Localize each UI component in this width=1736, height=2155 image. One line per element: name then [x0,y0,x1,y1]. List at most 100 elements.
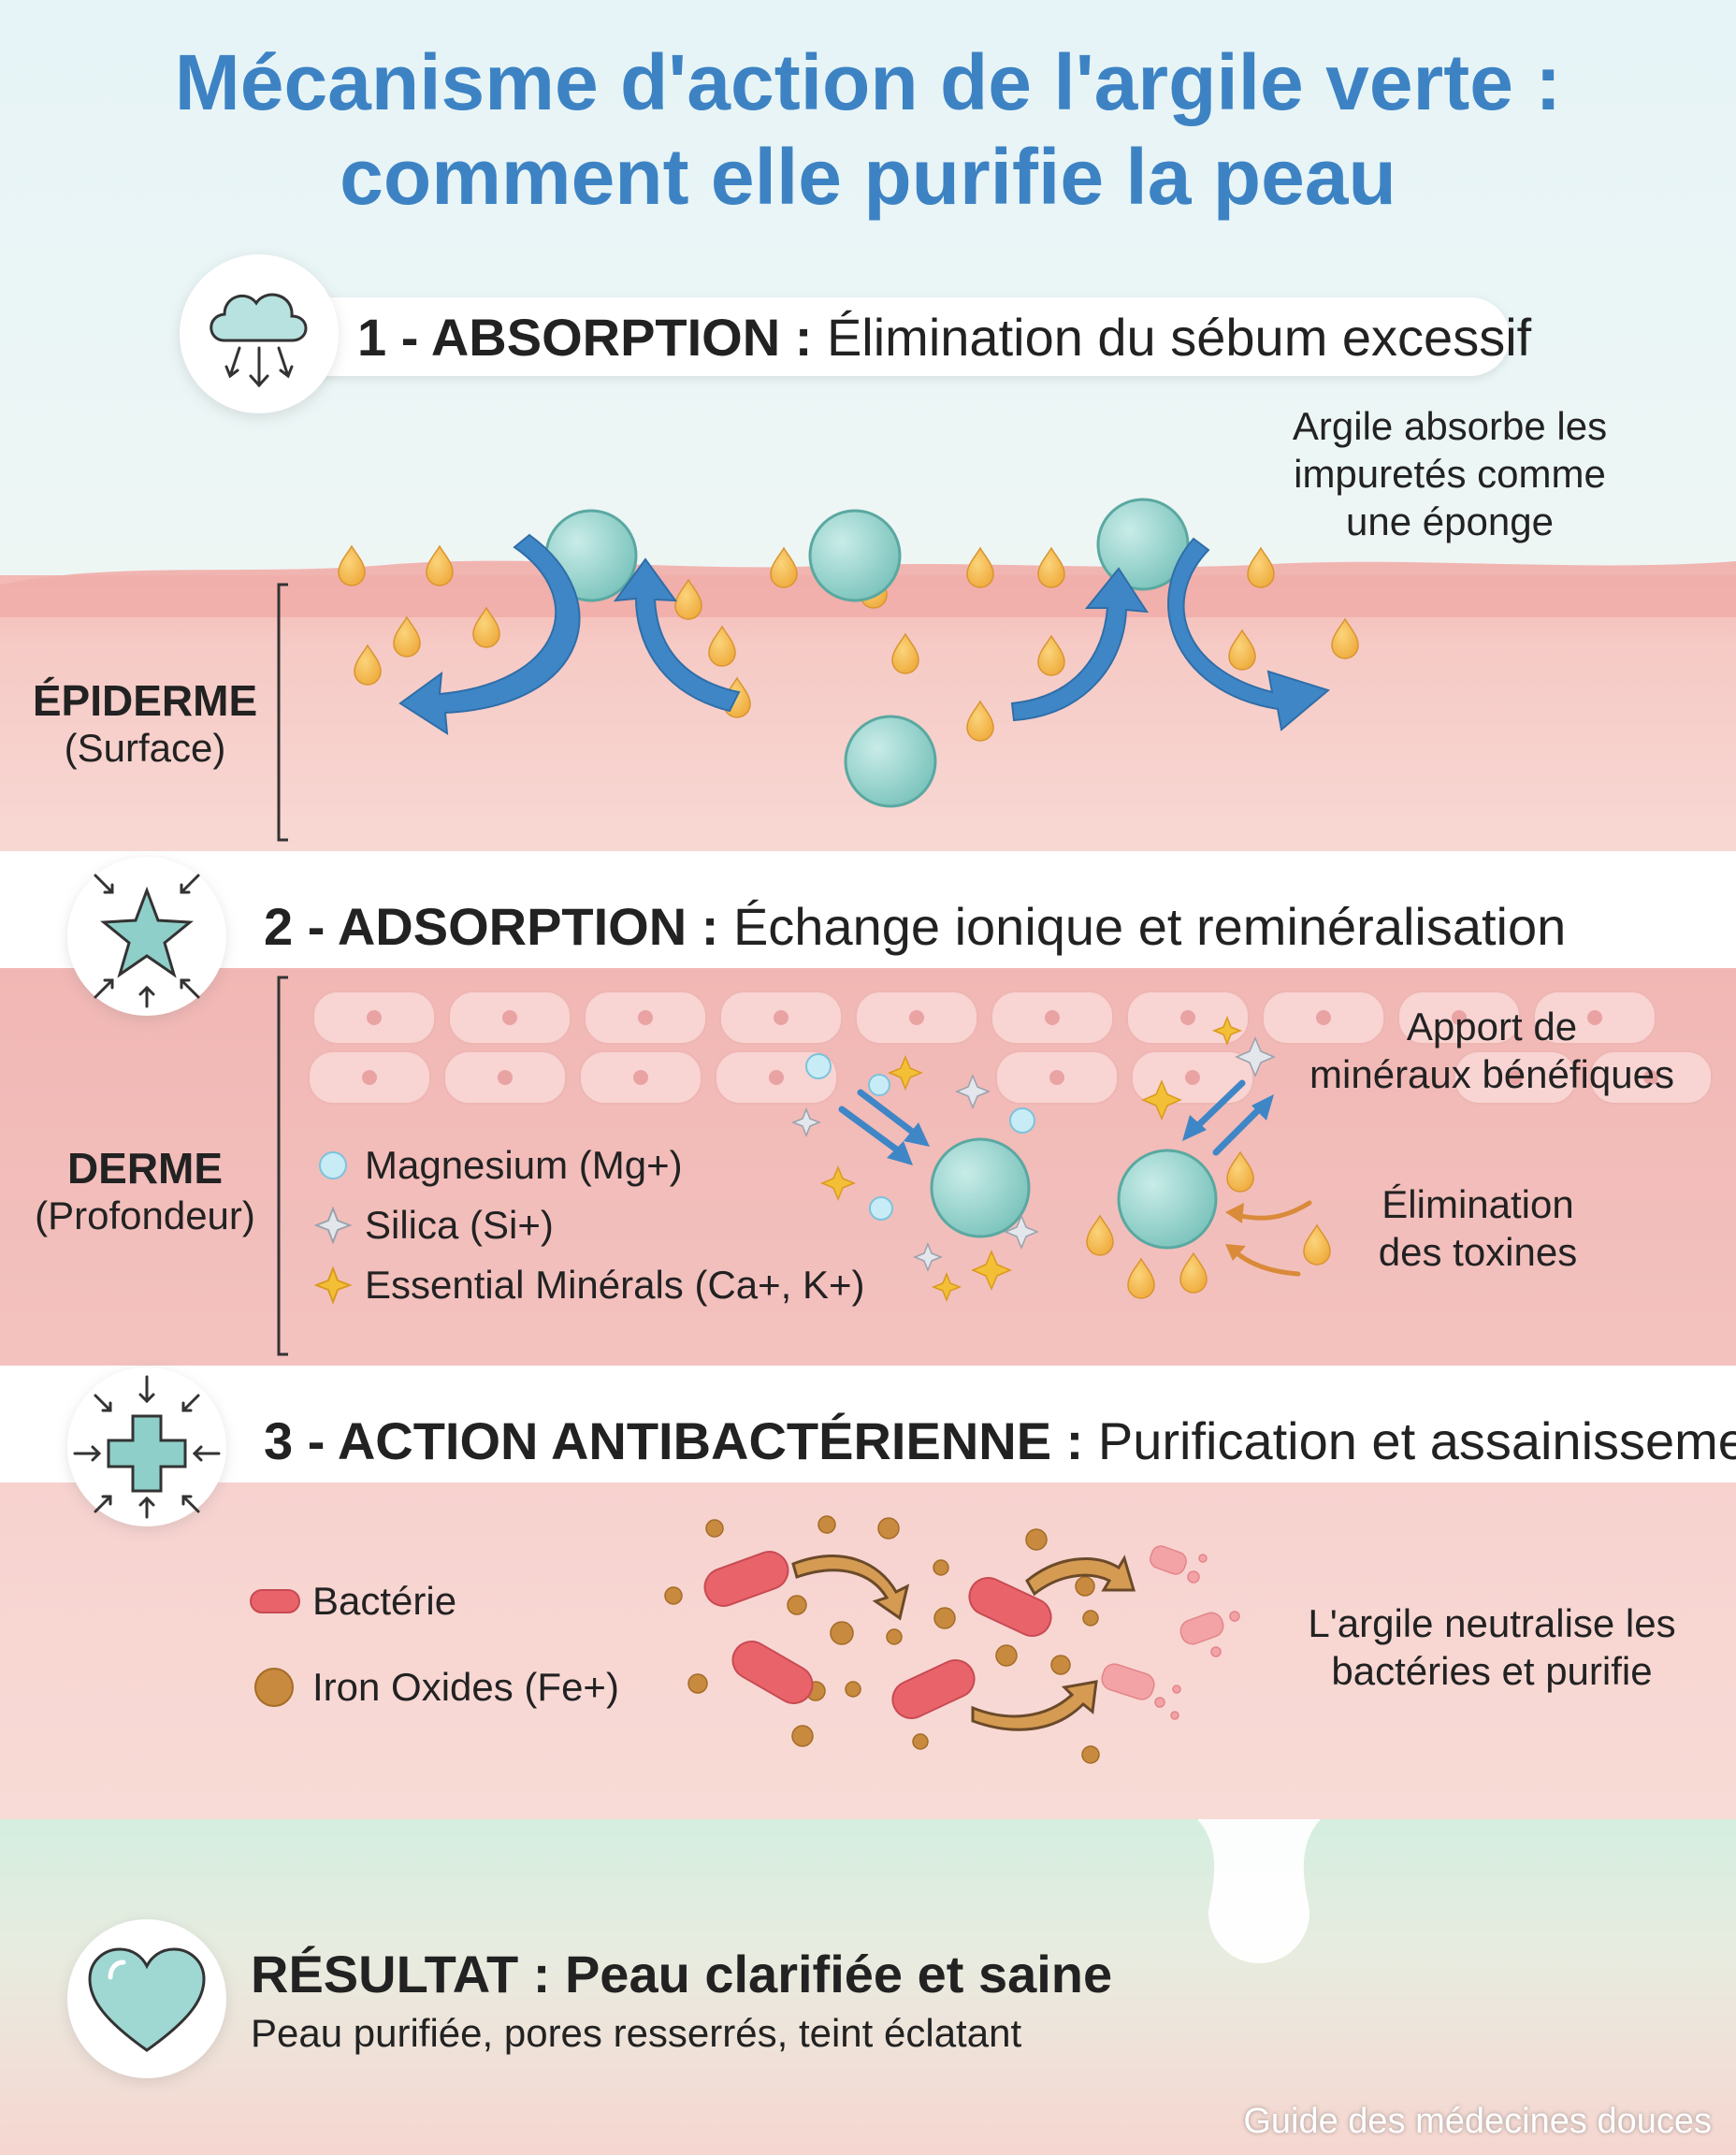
derme-label: DERME (Profondeur) [9,1143,281,1238]
silica-star [1004,1214,1039,1250]
epiderme-bracket [277,583,288,842]
bacteria [968,1577,1052,1637]
note-line: Apport de [1406,1005,1578,1049]
epiderme-label: ÉPIDERME (Surface) [19,675,271,771]
title-line-2: comment elle purifie la peau [340,132,1396,221]
skin-cell [579,1050,702,1105]
section-3-heading: 3 - ACTION ANTIBACTÉRIENNE : Purificatio… [264,1410,1736,1471]
iron-oxide-dot [1025,1528,1048,1551]
circle-icon [319,1151,347,1179]
section-1-subtitle: Élimination du sébum excessif [812,308,1532,367]
bacteria-fragment [1179,1612,1224,1645]
section-3-subtitle: Purification et assainissement [1083,1411,1736,1470]
derme-detail: (Profondeur) [35,1193,255,1237]
bacteria-fragment [1154,1697,1165,1708]
skin-cell [312,991,436,1045]
sebum-droplet [354,644,382,686]
bacteria-note: L'argile neutralise les bactéries et pur… [1272,1599,1712,1695]
sebum-droplet [426,545,454,586]
mineral-arrow [838,1106,909,1160]
result-subtitle: Peau purifiée, pores resserrés, teint éc… [251,2011,1022,2055]
note-line: Argile absorbe les [1292,404,1608,448]
sebum-droplet [393,616,421,658]
absorption-arrow [1167,537,1331,731]
silica-star [955,1074,991,1109]
bacteria-fragment [1150,1545,1187,1575]
iron-oxide-dot [787,1595,807,1615]
clay-particle [844,715,937,808]
iron-oxide-dot [664,1586,683,1605]
magnesium-particle [1009,1107,1035,1134]
minerals-note: Apport de minéraux bénéfiques [1272,1003,1712,1098]
epiderme-detail: (Surface) [64,726,226,770]
sebum-droplet [1037,635,1065,676]
mineral-star [888,1055,923,1091]
note-line: L'argile neutralise les [1308,1601,1676,1645]
skin-cell [448,991,571,1045]
watermark: Guide des médecines douces [1243,2102,1712,2141]
iron-oxide-dot [886,1628,903,1645]
silica-star [1235,1036,1276,1078]
section-2-icon-circle [67,857,226,1016]
cloud-absorption-icon [210,293,308,388]
iron-oxide-dot [845,1681,861,1698]
mineral-star [971,1250,1012,1291]
section-3-icon-circle [67,1367,226,1526]
sebum-droplet [338,545,366,586]
derme-name: DERME [66,1144,224,1193]
iron-oxide-dot [995,1644,1018,1667]
sebum-droplet [891,633,919,674]
toxin-droplet [1303,1224,1331,1266]
iron-oxide-dot [1082,1610,1099,1627]
note-line: bactéries et purifie [1331,1649,1653,1694]
sebum-droplet [770,547,798,588]
mineral-star [1211,1015,1243,1047]
sebum-droplet [1247,547,1275,588]
sebum-droplet [708,626,736,667]
absorption-arrow [613,557,741,713]
neutralize-arrow [791,1555,910,1621]
toxins-note: Élimination des toxines [1338,1180,1618,1276]
section-1-title: 1 - ABSORPTION : [357,308,813,367]
toxin-arrow [1230,1247,1301,1277]
bacteria-icon [250,1589,300,1613]
water-droplet [1197,1819,1321,1963]
skin-cell [1131,1050,1254,1105]
iron-oxide-dot [817,1515,836,1534]
mineral-arrow [1188,1079,1246,1135]
section-1-heading: 1 - ABSORPTION : Élimination du sébum ex… [357,307,1531,368]
toxin-droplet [1086,1215,1114,1256]
bacteria-fragment [1198,1554,1208,1563]
section-1-banner [245,297,1510,376]
clay-particle [1117,1149,1218,1250]
section-3-title: 3 - ACTION ANTIBACTÉRIENNE : [264,1411,1084,1470]
legend-bacteria: Bactérie [249,1579,456,1624]
result-icon-circle [67,1919,226,2078]
skin-cell [855,991,978,1045]
silica-star [790,1106,822,1138]
legend-label: Iron Oxides (Fe+) [312,1665,619,1709]
section-1-icon-circle [180,254,339,413]
mineral-star [931,1271,962,1303]
skin-cell [991,991,1114,1045]
title-line-1: Mécanisme d'action de l'argile verte : [174,38,1562,126]
absorption-arrow [1010,567,1149,722]
epiderme-name: ÉPIDERME [32,676,258,725]
toxin-droplet [1127,1258,1155,1299]
heart-icon [88,1947,206,2052]
iron-oxide-dot [1075,1576,1095,1597]
note-line: des toxines [1378,1230,1578,1275]
magnesium-particle [805,1053,832,1079]
skin-cell [719,991,843,1045]
bacteria [891,1659,976,1719]
toxin-arrow [1230,1200,1312,1221]
mineral-star [820,1165,856,1201]
bacteria-fragment [1187,1570,1200,1584]
legend-essential-minerals: Essential Minérals (Ca+, K+) [314,1263,865,1308]
sebum-droplet [1228,629,1256,671]
iron-oxide-dot [705,1519,724,1538]
bacteria-fragment [1172,1685,1181,1694]
section-2-heading: 2 - ADSORPTION : Échange ionique et remi… [264,896,1566,957]
section-2-subtitle: Échange ionique et reminéralisation [718,897,1567,956]
legend-magnesium: Magnesium (Mg+) [314,1143,683,1188]
